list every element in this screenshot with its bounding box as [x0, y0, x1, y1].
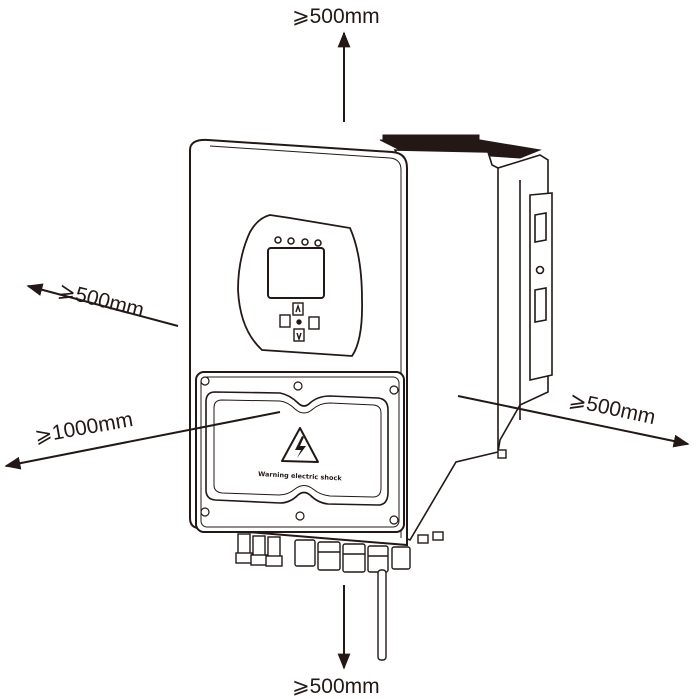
heatsink — [379, 134, 542, 159]
screw-icon — [293, 381, 303, 391]
inverter-side — [393, 149, 553, 541]
arrow-left — [26, 283, 179, 327]
arrow-front — [4, 411, 281, 470]
label-front-clearance: ⩾1000mm — [33, 408, 135, 448]
led-icon — [287, 237, 295, 245]
control-buttons — [279, 302, 320, 342]
arrow-right — [457, 395, 690, 448]
screw-icon — [200, 507, 210, 517]
bottom-connectors — [235, 449, 507, 661]
led-icon — [314, 239, 322, 247]
led-icon — [274, 236, 282, 244]
warning-shock-icon — [281, 427, 319, 463]
led-icon — [301, 238, 309, 246]
screw-icon — [200, 376, 210, 386]
button-up-icon — [292, 302, 304, 316]
label-bottom-clearance: ⩾500mm — [292, 675, 380, 698]
label-left-clearance: ⩾500mm — [56, 279, 147, 323]
status-leds — [274, 236, 322, 247]
screw-icon — [295, 511, 305, 521]
label-right-clearance: ⩾500mm — [567, 388, 657, 429]
screw-icon — [389, 385, 399, 395]
screw-icon — [389, 515, 399, 525]
clearance-arrows — [4, 31, 690, 670]
label-top-clearance: ⩾500mm — [292, 5, 380, 28]
button-esc-icon — [279, 314, 291, 328]
button-enter-icon — [308, 316, 320, 330]
lcd-screen — [267, 247, 325, 299]
